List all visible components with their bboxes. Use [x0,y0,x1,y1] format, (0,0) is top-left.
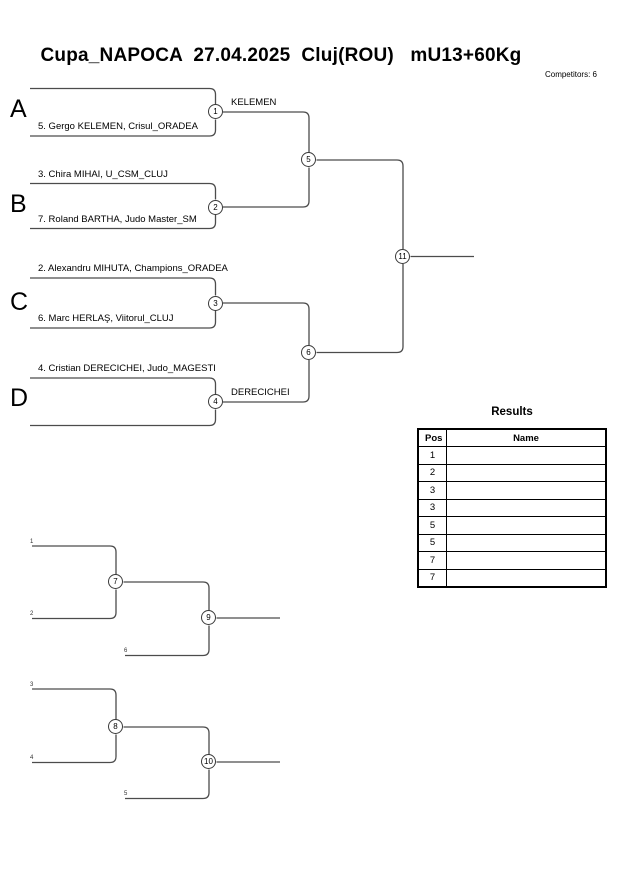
results-pos-cell: 5 [419,534,447,551]
match-11-circle: 11 [395,249,410,264]
match-1-number: 1 [213,106,218,116]
bracket-connector [30,182,217,200]
match-1-winner-label: KELEMEN [231,97,277,108]
match-10-circle: 10 [201,754,216,769]
match-8-circle: 8 [108,719,123,734]
match-4-winner-label: DERECICHEI [231,387,290,398]
match-2-circle: 2 [208,200,223,215]
results-name-cell [447,570,605,587]
bracket-connector [30,310,217,329]
bracket-connector [30,119,217,137]
results-name-cell [447,482,605,499]
repechage-feed-label-5: 5 [124,791,128,797]
page-title: Cupa_NAPOCA 27.04.2025 Cluj(ROU) mU13+60… [40,45,522,66]
results-header-row: Pos Name [419,430,605,447]
results-header-pos: Pos [419,430,447,446]
results-header-name: Name [513,432,539,444]
match-11-number: 11 [398,251,407,261]
repechage-feed-label-6: 6 [124,648,128,654]
results-pos-cell: 5 [419,517,447,534]
pool-letter-d: D [10,384,29,412]
bracket-connector [223,360,310,403]
results-pos-cell: 3 [419,499,447,516]
competitor-name-b-bottom: 7. Roland BARTHA, Judo Master_SM [38,214,197,225]
match-3-number: 3 [213,298,218,308]
results-name-cell [447,500,605,517]
bracket-connector [32,734,117,764]
results-row: 5 [419,534,605,552]
bracket-connector [32,688,117,720]
match-1-circle: 1 [208,104,223,119]
pool-letter-c: C [10,288,29,316]
match-4-number: 4 [213,396,218,406]
results-name-cell [447,552,605,569]
bracket-connector [316,159,404,249]
results-pos-cell: 1 [419,447,447,464]
results-row: 5 [419,517,605,535]
results-name-cell [447,517,605,534]
results-pos-cell: 7 [419,552,447,569]
results-row: 2 [419,464,605,482]
match-6-circle: 6 [301,345,316,360]
pool-letter-a: A [10,95,27,123]
results-name-cell [447,465,605,482]
match-9-number: 9 [206,612,211,622]
match-5-number: 5 [306,154,311,164]
bracket-connector [123,726,210,755]
competitor-name-b-top: 3. Chira MIHAI, U_CSM_CLUJ [38,169,168,180]
repechage-feed-label-3: 3 [30,682,34,688]
match-2-number: 2 [213,202,218,212]
bracket-connector [30,409,217,427]
bracket-connector [125,625,210,657]
bracket-connector [30,214,217,230]
bracket-connector [223,302,310,345]
repechage-feed-label-2: 2 [30,611,34,617]
bracket-connector [223,111,310,153]
results-title: Results [491,406,533,418]
bracket-connector [30,87,217,105]
results-row: 3 [419,499,605,517]
results-name-cell [447,535,605,552]
bracket-connector [125,769,210,800]
match-3-circle: 3 [208,296,223,311]
match-7-number: 7 [113,576,118,586]
results-row: 7 [419,569,605,587]
results-pos-cell: 3 [419,482,447,499]
match-10-number: 10 [204,756,213,766]
match-8-number: 8 [113,721,118,731]
results-pos-cell: 2 [419,464,447,481]
bracket-connector [316,264,404,354]
match-9-circle: 9 [201,610,216,625]
results-table: Pos Name 1 2 3 3 5 5 7 [417,428,607,588]
competitor-name-c-bottom: 6. Marc HERLAŞ, Viitorul_CLUJ [38,313,174,324]
results-row: 1 [419,447,605,465]
competitor-name-c-top: 2. Alexandru MIHUTA, Champions_ORADEA [38,263,228,274]
pool-letter-b: B [10,190,27,218]
competitor-name-a-bottom: 5. Gergo KELEMEN, Crisul_ORADEA [38,121,198,132]
repechage-feed-label-4: 4 [30,755,34,761]
competitors-count-label: Competitors: 6 [544,70,597,79]
bracket-connector [30,377,217,395]
match-6-number: 6 [306,347,311,357]
bracket-connector [32,589,117,620]
competitor-name-d-top: 4. Cristian DERECICHEI, Judo_MAGESTI [38,363,216,374]
bracket-connector [32,545,117,575]
results-row: 7 [419,552,605,570]
match-4-circle: 4 [208,394,223,409]
bracket-connector [30,277,217,296]
repechage-feed-label-1: 1 [30,539,34,545]
results-name-cell [447,447,605,464]
match-5-circle: 5 [301,152,316,167]
bracket-connector [123,581,210,611]
results-pos-cell: 7 [419,569,447,586]
bracket-connector [223,167,310,208]
results-row: 3 [419,482,605,500]
match-7-circle: 7 [108,574,123,589]
